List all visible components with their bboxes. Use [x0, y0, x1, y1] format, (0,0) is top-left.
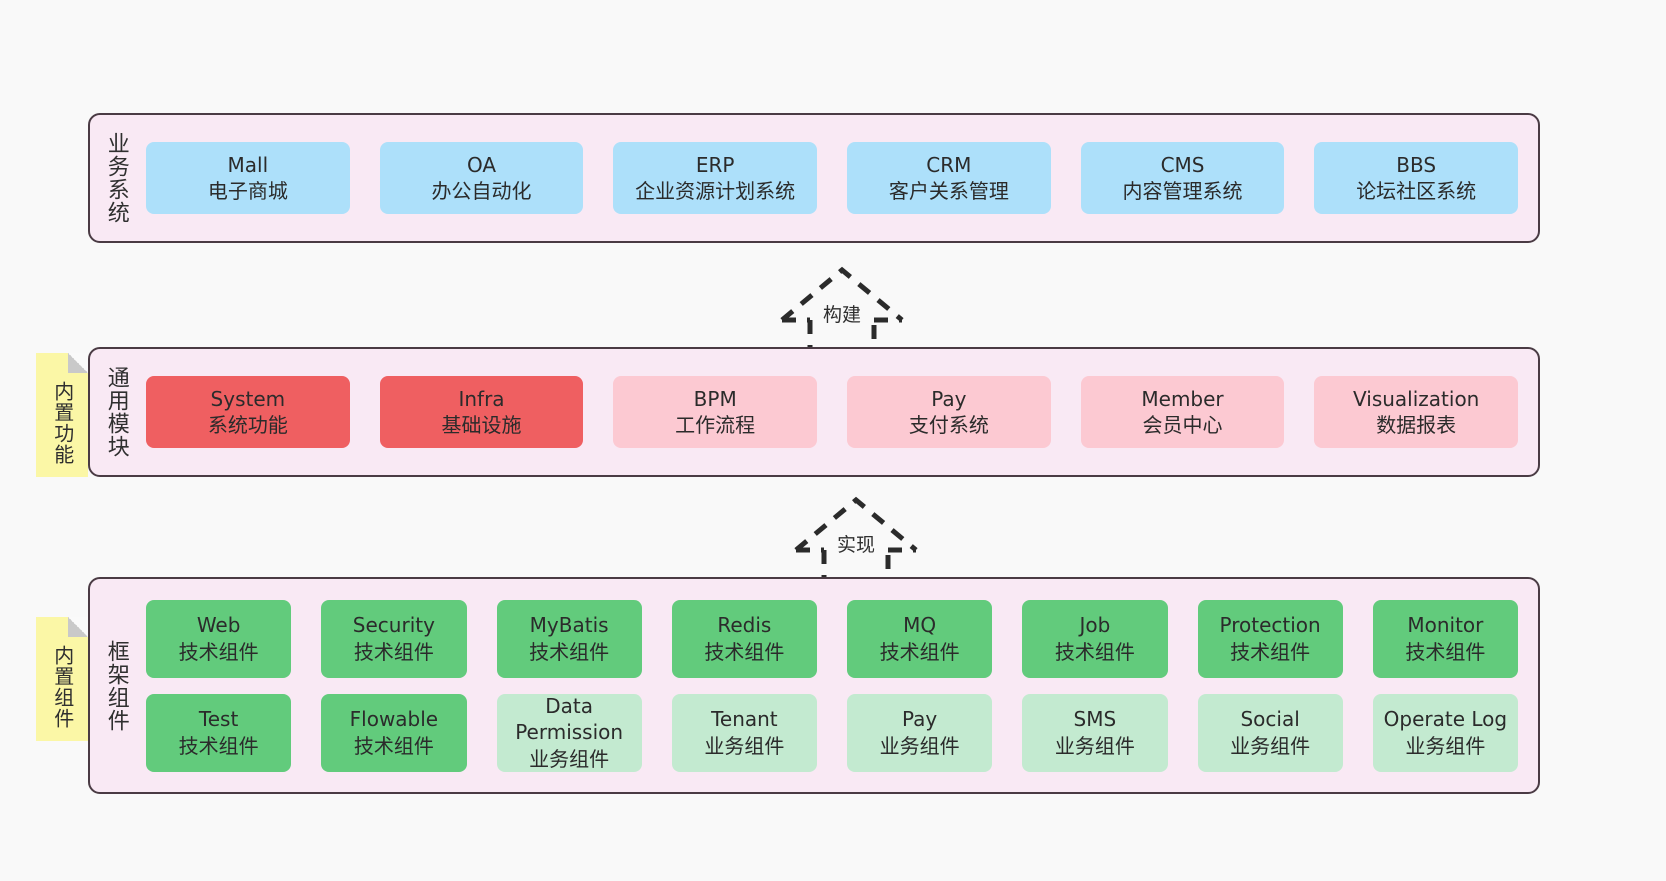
card-subtitle: 工作流程 — [675, 413, 756, 437]
layer-body-modules: System 系统功能 Infra 基础设施 BPM 工作流程 Pay 支付系统… — [142, 349, 1538, 475]
card-subtitle: 论坛社区系统 — [1356, 179, 1477, 203]
card-test[interactable]: Test 技术组件 — [146, 693, 292, 772]
card-operate-log[interactable]: Operate Log 业务组件 — [1372, 693, 1518, 772]
layer-business-systems: 业务系统 Mall 电子商城 OA 办公自动化 ERP 企业资源计划系统 CRM… — [88, 113, 1540, 243]
card-tenant[interactable]: Tenant 业务组件 — [671, 693, 817, 772]
card-mq[interactable]: MQ 技术组件 — [847, 599, 993, 678]
card-subtitle: 技术组件 — [178, 733, 259, 758]
card-subtitle: 办公自动化 — [431, 179, 532, 203]
card-subtitle: 业务组件 — [1054, 733, 1135, 758]
card-title: Visualization — [1353, 386, 1480, 411]
card-pay[interactable]: Pay 支付系统 — [847, 376, 1051, 448]
card-title: Pay — [931, 386, 967, 411]
card-subtitle: 会员中心 — [1142, 413, 1223, 437]
card-title: Infra — [458, 386, 505, 411]
card-subtitle: 业务组件 — [1230, 733, 1311, 758]
card-title: Job — [1079, 613, 1111, 638]
sticky-note-builtin-features: 内置功能 — [36, 353, 88, 477]
sticky-note-builtin-components: 内置组件 — [36, 617, 88, 741]
card-pay-business[interactable]: Pay 业务组件 — [847, 693, 993, 772]
card-title: Monitor — [1407, 613, 1484, 638]
card-row-business: Test 技术组件 Flowable 技术组件 Data Permission … — [146, 693, 1518, 772]
card-title: MyBatis — [529, 613, 609, 638]
card-sms[interactable]: SMS 业务组件 — [1022, 693, 1168, 772]
card-subtitle: 数据报表 — [1376, 413, 1457, 437]
card-subtitle: 技术组件 — [879, 639, 960, 664]
card-title: Data Permission — [515, 693, 624, 745]
card-title: ERP — [695, 152, 735, 177]
card-subtitle: 技术组件 — [1054, 639, 1135, 664]
layer-framework-components: 框架组件 Web 技术组件 Security 技术组件 MyBatis 技术组件… — [88, 577, 1540, 794]
card-security[interactable]: Security 技术组件 — [321, 599, 467, 678]
card-title: Operate Log — [1383, 707, 1508, 732]
card-title: Social — [1240, 707, 1300, 732]
card-subtitle: 业务组件 — [529, 746, 610, 771]
card-title: OA — [466, 152, 497, 177]
card-flowable[interactable]: Flowable 技术组件 — [321, 693, 467, 772]
layer-title-modules: 通用模块 — [103, 366, 129, 458]
card-bbs[interactable]: BBS 论坛社区系统 — [1314, 142, 1519, 214]
card-row-tech: Web 技术组件 Security 技术组件 MyBatis 技术组件 Redi… — [146, 599, 1518, 678]
card-subtitle: 业务组件 — [704, 733, 785, 758]
card-data-permission[interactable]: Data Permission 业务组件 — [496, 693, 642, 772]
card-title: System — [210, 386, 286, 411]
card-subtitle: 企业资源计划系统 — [635, 179, 796, 203]
card-subtitle: 技术组件 — [704, 639, 785, 664]
card-web[interactable]: Web 技术组件 — [146, 599, 292, 678]
card-subtitle: 技术组件 — [1230, 639, 1311, 664]
card-title: Flowable — [349, 707, 439, 732]
card-row: Mall 电子商城 OA 办公自动化 ERP 企业资源计划系统 CRM 客户关系… — [146, 142, 1519, 214]
layer-title-business: 业务系统 — [103, 132, 129, 224]
card-subtitle: 技术组件 — [529, 639, 610, 664]
card-oa[interactable]: OA 办公自动化 — [379, 142, 584, 214]
card-title: CMS — [1160, 152, 1205, 177]
card-cms[interactable]: CMS 内容管理系统 — [1080, 142, 1285, 214]
card-subtitle: 客户关系管理 — [888, 179, 1009, 203]
card-title: Test — [198, 707, 239, 732]
card-title: Pay — [901, 707, 938, 732]
layer-body-framework: Web 技术组件 Security 技术组件 MyBatis 技术组件 Redi… — [142, 579, 1538, 792]
card-redis[interactable]: Redis 技术组件 — [671, 599, 817, 678]
card-social[interactable]: Social 业务组件 — [1197, 693, 1343, 772]
card-title: Redis — [717, 613, 772, 638]
card-visualization[interactable]: Visualization 数据报表 — [1314, 376, 1519, 448]
card-title: Tenant — [711, 707, 778, 732]
card-mybatis[interactable]: MyBatis 技术组件 — [496, 599, 642, 678]
card-mall[interactable]: Mall 电子商城 — [146, 142, 350, 214]
card-title: CRM — [926, 152, 972, 177]
card-protection[interactable]: Protection 技术组件 — [1197, 599, 1343, 678]
card-member[interactable]: Member 会员中心 — [1080, 376, 1285, 448]
card-infra[interactable]: Infra 基础设施 — [379, 376, 584, 448]
card-title: Web — [196, 613, 241, 638]
card-title: MQ — [903, 613, 937, 638]
card-subtitle: 内容管理系统 — [1122, 179, 1243, 203]
card-subtitle: 业务组件 — [1405, 733, 1486, 758]
card-title: Security — [352, 613, 435, 638]
card-title: Protection — [1219, 613, 1321, 638]
card-system[interactable]: System 系统功能 — [146, 376, 350, 448]
card-subtitle: 技术组件 — [178, 639, 259, 664]
card-title: SMS — [1073, 707, 1117, 732]
card-title: BBS — [1396, 152, 1437, 177]
card-monitor[interactable]: Monitor 技术组件 — [1372, 599, 1518, 678]
card-crm[interactable]: CRM 客户关系管理 — [847, 142, 1051, 214]
layer-title-framework: 框架组件 — [103, 639, 129, 732]
card-bpm[interactable]: BPM 工作流程 — [613, 376, 818, 448]
card-subtitle: 电子商城 — [207, 179, 288, 203]
card-subtitle: 基础设施 — [441, 413, 522, 437]
card-subtitle: 技术组件 — [353, 733, 434, 758]
card-job[interactable]: Job 技术组件 — [1022, 599, 1168, 678]
card-title: Member — [1141, 386, 1224, 411]
card-subtitle: 技术组件 — [1405, 639, 1486, 664]
card-subtitle: 系统功能 — [207, 413, 288, 437]
card-subtitle: 业务组件 — [879, 733, 960, 758]
layer-common-modules: 通用模块 System 系统功能 Infra 基础设施 BPM 工作流程 Pay… — [88, 347, 1540, 477]
card-title: BPM — [693, 386, 737, 411]
card-row: System 系统功能 Infra 基础设施 BPM 工作流程 Pay 支付系统… — [146, 376, 1519, 448]
layer-body-business: Mall 电子商城 OA 办公自动化 ERP 企业资源计划系统 CRM 客户关系… — [142, 115, 1538, 241]
card-subtitle: 技术组件 — [353, 639, 434, 664]
card-title: Mall — [227, 152, 269, 177]
card-erp[interactable]: ERP 企业资源计划系统 — [613, 142, 818, 214]
card-subtitle: 支付系统 — [908, 413, 989, 437]
